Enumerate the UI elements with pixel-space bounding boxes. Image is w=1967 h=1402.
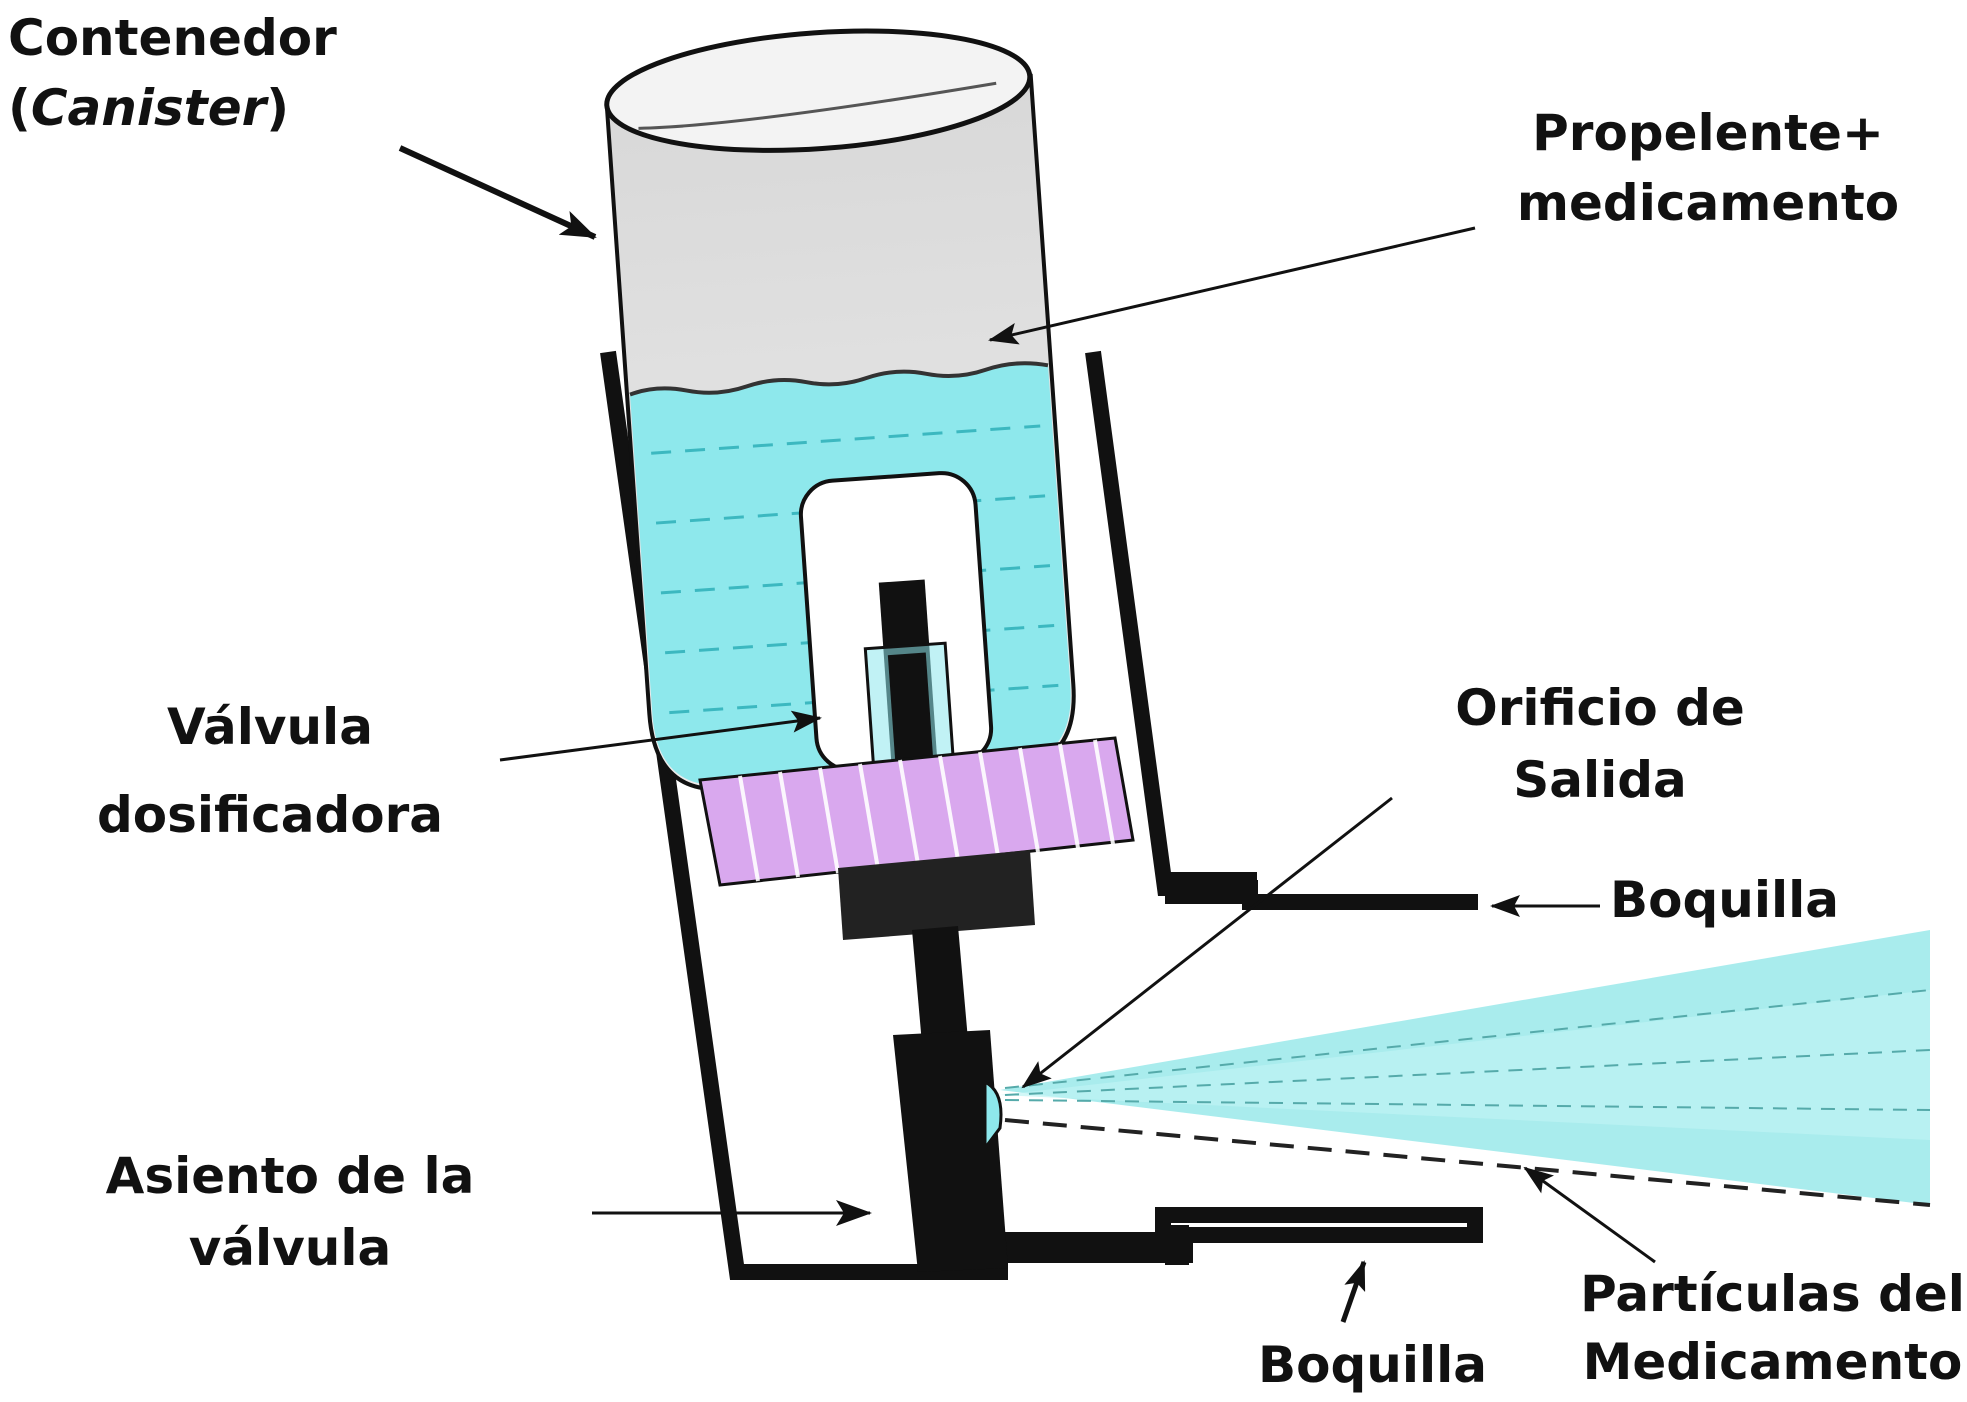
spray-plume <box>1000 930 1931 1207</box>
canister <box>604 28 1076 792</box>
actuator-housing <box>600 350 1483 1280</box>
leader-lines <box>398 145 1656 1323</box>
label-boquilla-bottom: Boquilla <box>1258 1336 1488 1394</box>
arrow-boquilla-bottom <box>1340 1260 1367 1323</box>
mouthpiece-top-step <box>1165 872 1257 904</box>
label-contenedor: Contenedor (Canister) <box>8 9 337 137</box>
label-valvula-dosificadora: Válvula dosificadora <box>96 698 444 844</box>
valve-seat <box>838 850 1035 1272</box>
label-orificio-de-salida: Orificio de Salida <box>1455 679 1745 809</box>
valve-ferrule <box>698 736 1135 887</box>
exit-orifice <box>983 1079 1003 1153</box>
arrow-contenedor <box>398 145 597 240</box>
label-particulas-del-medicamento: Partículas del Medicamento <box>1580 1265 1965 1391</box>
arrow-propelente <box>988 226 1476 345</box>
label-boquilla-right: Boquilla <box>1610 871 1840 929</box>
arrow-particulas <box>1523 1166 1656 1264</box>
arrow-orificio <box>1021 796 1393 1089</box>
arrow-valvula-dosificadora <box>499 710 822 762</box>
label-asiento-de-la-valvula: Asiento de la válvula <box>105 1147 475 1277</box>
label-propelente-medicamento: Propelente+ medicamento <box>1516 104 1900 232</box>
